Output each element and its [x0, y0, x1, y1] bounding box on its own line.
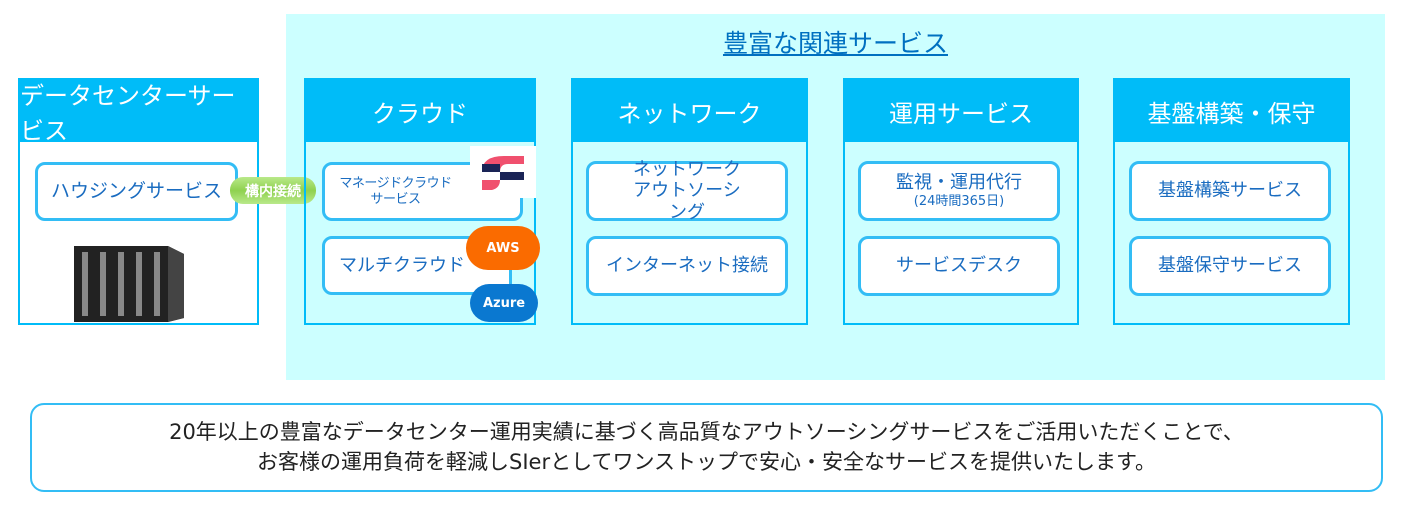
aws-cloud-icon: AWS — [466, 226, 540, 270]
infra-header: 基盤構築・保守 — [1115, 80, 1348, 142]
internet-connection-box: インターネット接続 — [586, 236, 788, 296]
network-panel: ネットワーク — [571, 78, 808, 325]
connector-pill: 構内接続 — [230, 177, 316, 204]
operation-header: 運用サービス — [845, 80, 1077, 142]
cloud-header: クラウド — [306, 80, 534, 142]
cloud-panel: クラウド — [304, 78, 536, 325]
network-outsourcing-box: ネットワーク アウトソーシング — [586, 159, 788, 223]
network-header: ネットワーク — [573, 80, 806, 142]
housing-service-box: ハウジングサービス — [35, 162, 238, 221]
operation-panel: 運用サービス — [843, 78, 1079, 325]
server-rack-icon — [74, 246, 184, 322]
datacenter-header: データセンターサービス — [20, 80, 257, 145]
service-desk-box: サービスデスク — [858, 236, 1060, 296]
monitoring-box: 監視・運用代行 (24時間365日) — [858, 161, 1060, 221]
summary-line-2: お客様の運用負荷を軽減しSIerとしてワンストップで安心・安全なサービスを提供い… — [257, 449, 1156, 474]
azure-cloud-icon: Azure — [470, 284, 538, 322]
infra-build-box: 基盤構築サービス — [1129, 161, 1331, 221]
infra-panel: 基盤構築・保守 — [1113, 78, 1350, 325]
managed-cloud-logo-icon — [470, 146, 536, 198]
summary-box: 20年以上の豊富なデータセンター運用実績に基づく高品質なアウトソーシングサービス… — [30, 403, 1383, 492]
monitoring-sub: (24時間365日) — [913, 194, 1005, 209]
infra-maintain-box: 基盤保守サービス — [1129, 236, 1331, 296]
related-services-title: 豊富な関連サービス — [722, 29, 948, 58]
summary-line-1: 20年以上の豊富なデータセンター運用実績に基づく高品質なアウトソーシングサービス… — [169, 420, 1244, 445]
monitoring-label: 監視・運用代行 — [896, 172, 1022, 194]
